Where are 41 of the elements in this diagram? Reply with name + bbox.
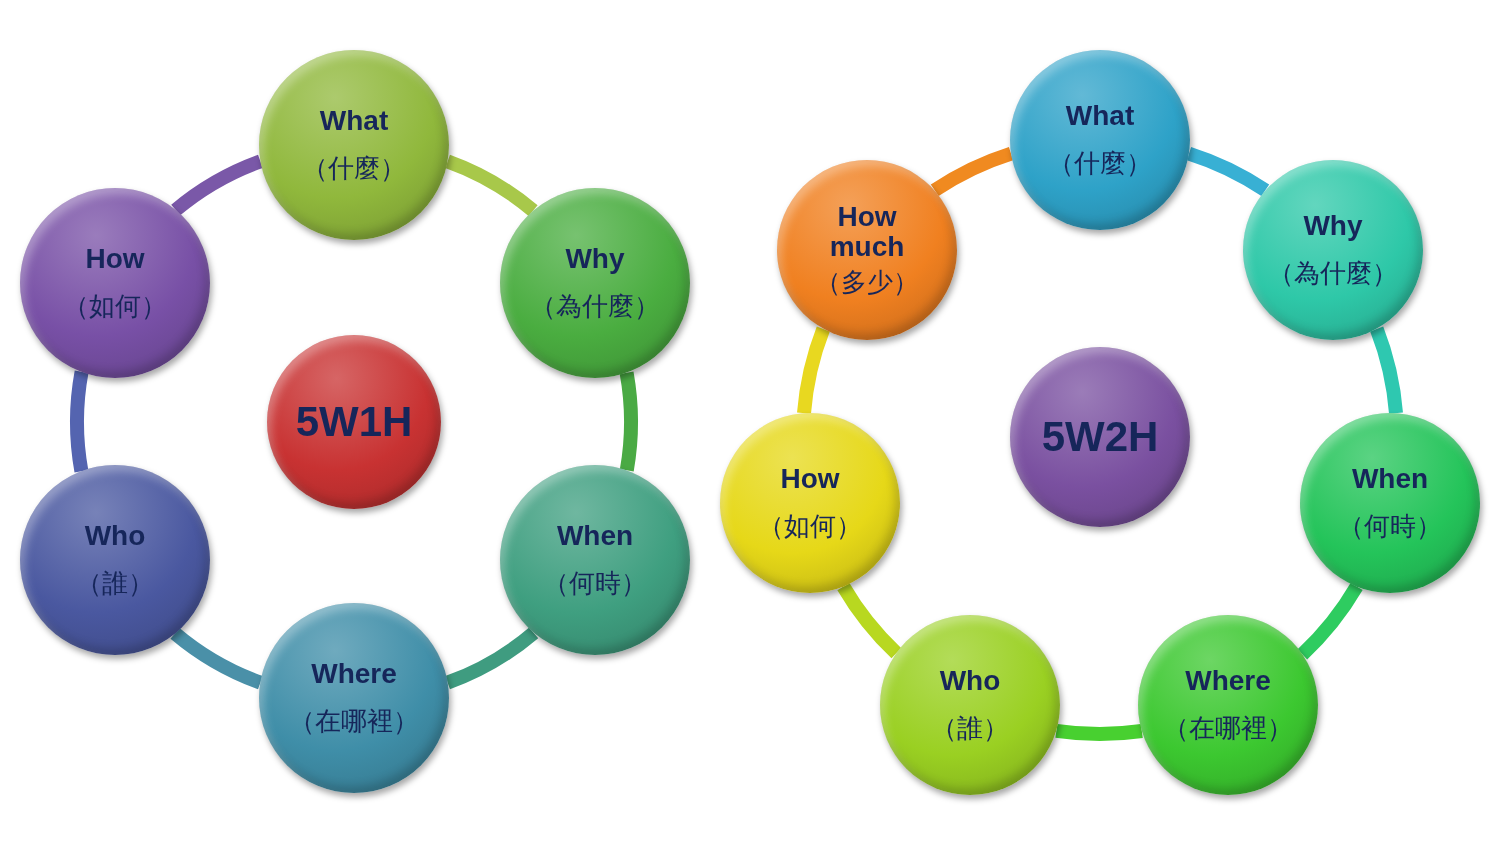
topic-heading: Who [84,521,146,551]
ring-connector [931,147,1014,197]
topic-heading: How [780,464,840,494]
ring-connector [837,582,902,659]
topic-subtitle: （什麼） [1048,147,1152,179]
topic-heading: Where [311,659,397,689]
topic-heading: How [85,244,145,274]
ring-connector [619,371,638,472]
ring-connector [444,154,538,217]
ring-connector [797,326,830,414]
topic-heading: How much [828,202,906,262]
ring-connector [1186,147,1269,197]
topic-subtitle: （誰） [76,567,154,599]
center-title: 5W1H [295,398,413,446]
topic-subtitle: （誰） [931,712,1009,744]
topic-heading: What [319,106,389,136]
ring-connector [171,154,264,216]
topic-subtitle: （何時） [1338,510,1442,542]
topic-subtitle: （在哪裡） [289,705,419,737]
topic-subtitle: （如何） [63,290,167,322]
topic-subtitle: （多少） [815,266,919,298]
ring-connector [1297,582,1363,660]
topic-heading: What [1065,101,1135,131]
topic-subtitle: （為什麼） [1268,257,1398,289]
topic-heading: When [556,521,634,551]
topic-heading: Why [565,244,625,274]
topic-subtitle: （何時） [543,567,647,599]
topic-heading: Why [1303,211,1363,241]
topic-subtitle: （如何） [758,510,862,542]
ring-connector [1370,326,1403,414]
topic-subtitle: （什麼） [302,152,406,184]
center-title: 5W2H [1041,413,1159,461]
ring-connector [70,370,89,473]
topic-subtitle: （為什麼） [530,290,660,322]
topic-heading: Where [1185,666,1271,696]
topic-heading: When [1351,464,1429,494]
topic-subtitle: （在哪裡） [1163,712,1293,744]
topic-heading: Who [939,666,1001,696]
ring-connector [1055,723,1143,741]
ring-connector [170,627,264,690]
ring-connector [444,627,538,690]
